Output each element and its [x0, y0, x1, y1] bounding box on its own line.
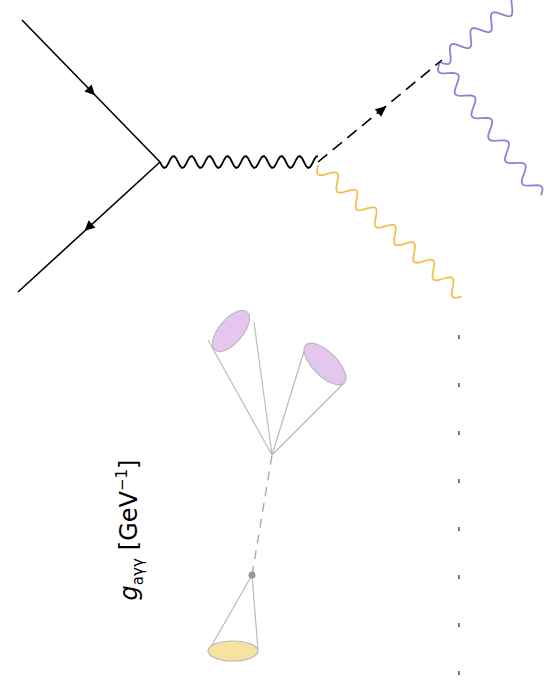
- fermion-line: [18, 162, 160, 292]
- superscript: −1: [113, 469, 131, 491]
- subscript: aγγ: [129, 558, 147, 585]
- axion-propagator: [318, 60, 442, 162]
- axis-ticks: [458, 335, 460, 675]
- fermion-line: [22, 20, 160, 162]
- photon-line: [438, 62, 543, 195]
- photon-line: [317, 165, 462, 298]
- photon-line: [440, 0, 517, 64]
- fermion-arrow: [81, 220, 95, 234]
- detector-cones: [206, 304, 353, 661]
- fermion-arrow: [84, 85, 98, 99]
- photon-line: [160, 156, 318, 168]
- symbol-g: g: [115, 585, 143, 600]
- axis-label: gaγγ [GeV−1]: [113, 460, 147, 601]
- bracket: ]: [115, 460, 143, 469]
- unit: [GeV: [115, 491, 143, 550]
- axion-arrow: [375, 102, 390, 117]
